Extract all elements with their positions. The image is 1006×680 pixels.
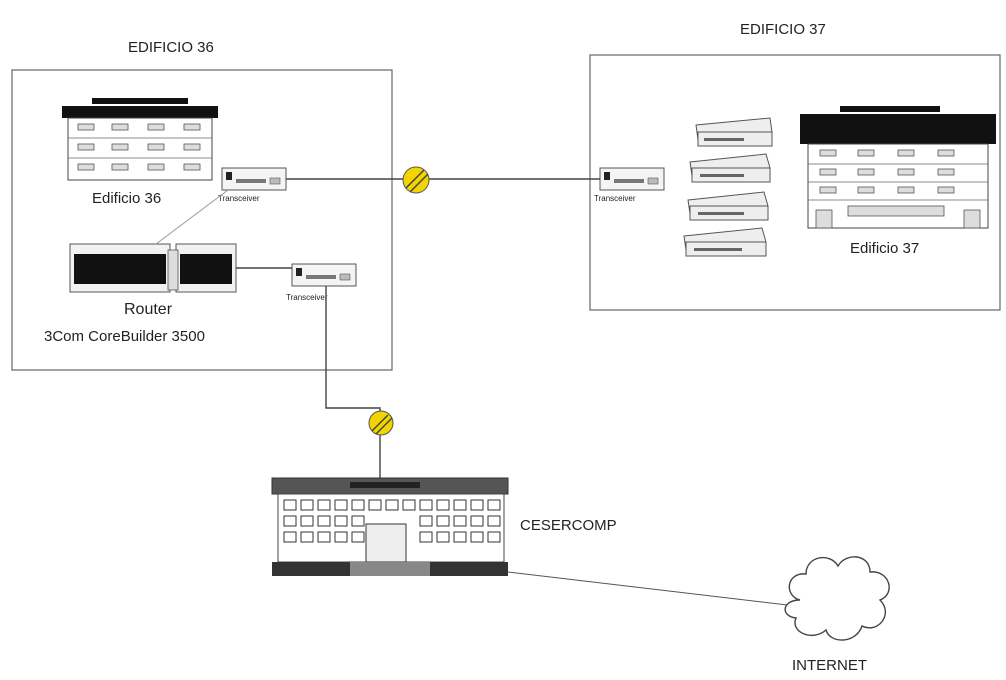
building-37-name: Edificio 37	[850, 240, 919, 257]
cesercomp-window	[317, 499, 331, 511]
link-36-to-cesercomp	[325, 286, 381, 480]
cesercomp-window	[470, 531, 484, 543]
cesercomp-window	[334, 515, 348, 527]
cesercomp-window	[453, 531, 467, 543]
cesercomp-window	[351, 531, 365, 543]
cesercomp-window	[470, 515, 484, 527]
transceiver-36-bottom-label: Transceiver	[286, 293, 328, 302]
link-router-to-transceiver-top	[155, 189, 229, 245]
cesercomp-window	[487, 515, 501, 527]
cesercomp-window	[419, 499, 433, 511]
cesercomp-window	[300, 499, 314, 511]
cesercomp-window	[487, 499, 501, 511]
cesercomp-window	[436, 515, 450, 527]
cesercomp-window	[385, 499, 399, 511]
cesercomp-window	[436, 531, 450, 543]
cesercomp-building-icon	[271, 477, 509, 576]
cesercomp-window	[487, 531, 501, 543]
transceiver-36-top-label: Transceiver	[218, 194, 260, 203]
cesercomp-window	[300, 531, 314, 543]
cesercomp-window	[334, 499, 348, 511]
router-icon	[69, 243, 237, 293]
cesercomp-window	[283, 499, 297, 511]
cesercomp-window	[283, 531, 297, 543]
cesercomp-window	[453, 515, 467, 527]
building-37-icon	[800, 106, 996, 229]
link-marker-icon-36-37	[402, 166, 430, 194]
cesercomp-window	[402, 499, 416, 511]
cesercomp-window	[419, 531, 433, 543]
cesercomp-window	[436, 499, 450, 511]
cloud-icon	[784, 556, 890, 641]
cesercomp-window	[351, 499, 365, 511]
link-cesercomp-to-internet	[507, 571, 797, 607]
building-36-icon	[62, 98, 218, 181]
transceiver-37-label: Transceiver	[594, 194, 636, 203]
cesercomp-window	[351, 515, 365, 527]
cesercomp-window	[334, 531, 348, 543]
switch-stack-icon	[683, 117, 773, 257]
cesercomp-window	[419, 515, 433, 527]
transceiver-36-top-icon	[221, 167, 287, 191]
cesercomp-window	[300, 515, 314, 527]
transceiver-37-icon	[599, 167, 665, 191]
cesercomp-window	[283, 515, 297, 527]
cesercomp-window	[317, 531, 331, 543]
link-marker-icon-36-cesercomp	[368, 410, 394, 436]
transceiver-36-bottom-icon	[291, 263, 357, 287]
router-model: 3Com CoreBuilder 3500	[44, 328, 205, 345]
cesercomp-window	[368, 499, 382, 511]
cesercomp-window	[453, 499, 467, 511]
internet-label: INTERNET	[792, 657, 867, 674]
router-label: Router	[124, 301, 173, 318]
building-37-title: EDIFICIO 37	[740, 21, 826, 38]
cesercomp-window	[470, 499, 484, 511]
building-36-name: Edificio 36	[92, 190, 161, 207]
cesercomp-window	[317, 515, 331, 527]
cesercomp-label: CESERCOMP	[520, 517, 617, 534]
building-36-title: EDIFICIO 36	[128, 39, 214, 56]
